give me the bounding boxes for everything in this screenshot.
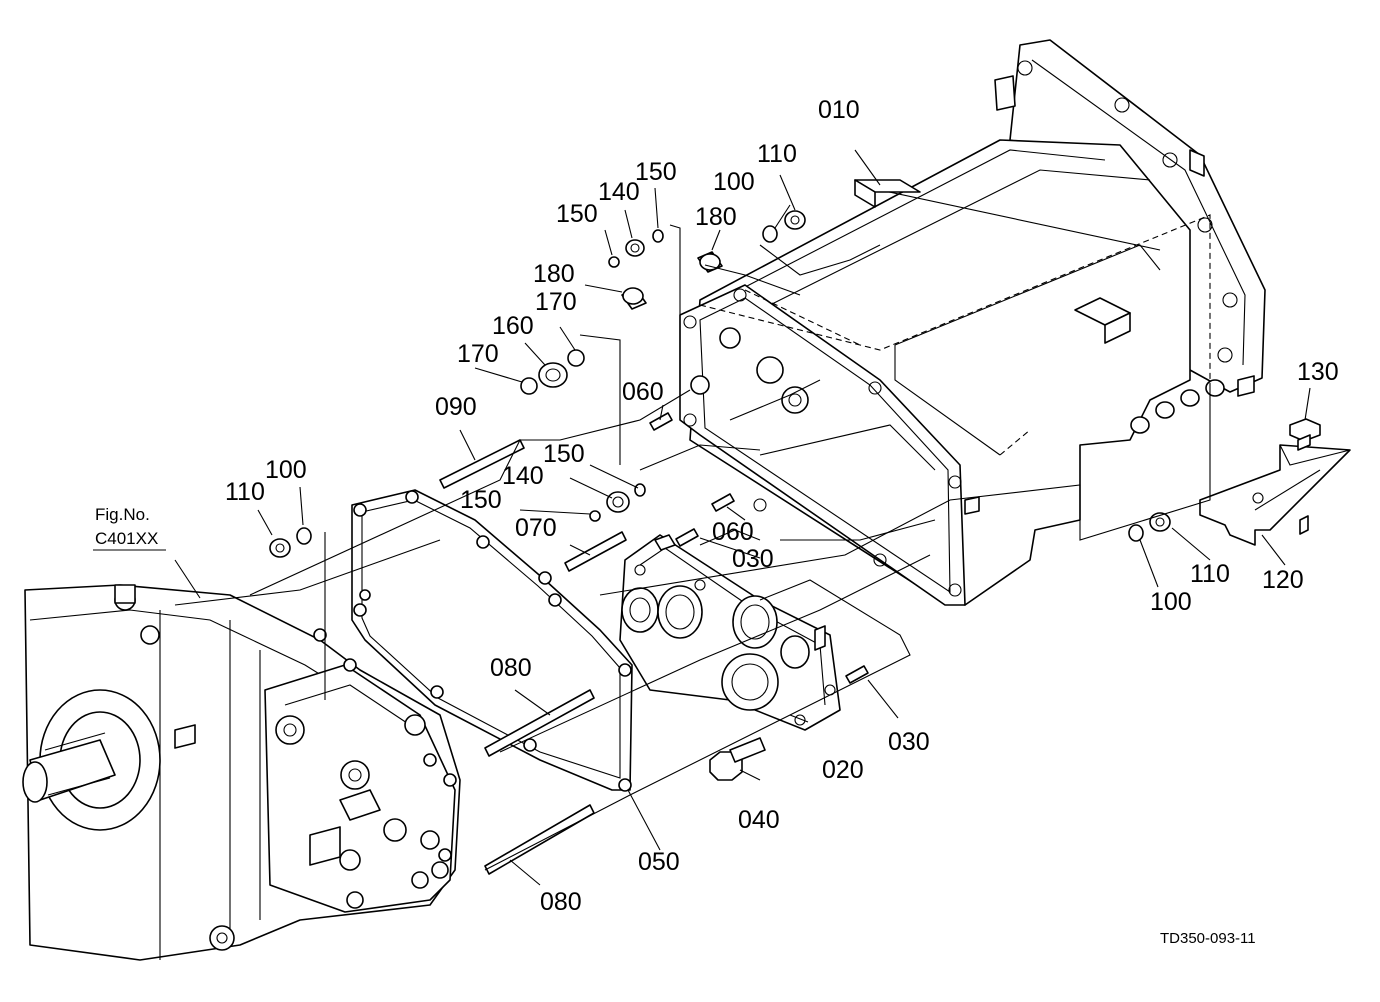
- callout-080: 080: [540, 888, 582, 916]
- callout-020: 020: [822, 756, 864, 784]
- callout-090: 090: [435, 393, 477, 421]
- callout-060: 060: [622, 378, 664, 406]
- bracket-120-drawing: [1199, 444, 1351, 546]
- callout-030: 030: [888, 728, 930, 756]
- callout-110: 110: [757, 140, 797, 168]
- callout-160: 160: [492, 312, 534, 340]
- callout-150: 150: [460, 486, 502, 514]
- callout-150: 150: [543, 440, 585, 468]
- callout-170: 170: [457, 340, 499, 368]
- callout-100: 100: [265, 456, 307, 484]
- callout-140: 140: [598, 178, 640, 206]
- callout-170: 170: [535, 288, 577, 316]
- figure-reference-number: C401XX: [95, 529, 158, 548]
- figure-reference-label: Fig.No.: [95, 505, 150, 524]
- callout-060: 060: [712, 518, 754, 546]
- callout-130: 130: [1297, 358, 1339, 386]
- callout-010: 010: [818, 96, 860, 124]
- callout-120: 120: [1262, 566, 1304, 594]
- callout-150: 150: [635, 158, 677, 186]
- callout-180: 180: [695, 203, 737, 231]
- callout-080: 080: [490, 654, 532, 682]
- assembly-lines: [174, 224, 1211, 871]
- callout-110: 110: [225, 478, 265, 506]
- callout-100: 100: [1150, 588, 1192, 616]
- callout-leaders: [174, 149, 1311, 886]
- callout-180: 180: [533, 260, 575, 288]
- small-parts-drawing: [269, 210, 1321, 875]
- callout-labels: 010 020 030 030 040 050 060 060 070 080 …: [93, 96, 1339, 947]
- callout-040: 040: [738, 806, 780, 834]
- front-transmission-assembly-drawing: [22, 584, 461, 961]
- callout-030: 030: [732, 545, 774, 573]
- transmission-case-drawing: [679, 39, 1266, 606]
- drawing-code: TD350-093-11: [1160, 930, 1256, 947]
- callout-110: 110: [1190, 560, 1230, 588]
- callout-100: 100: [713, 168, 755, 196]
- callout-150: 150: [556, 200, 598, 228]
- cover-plate-020-drawing: [619, 534, 841, 731]
- callout-140: 140: [502, 462, 544, 490]
- callout-070: 070: [515, 514, 557, 542]
- callout-050: 050: [638, 848, 680, 876]
